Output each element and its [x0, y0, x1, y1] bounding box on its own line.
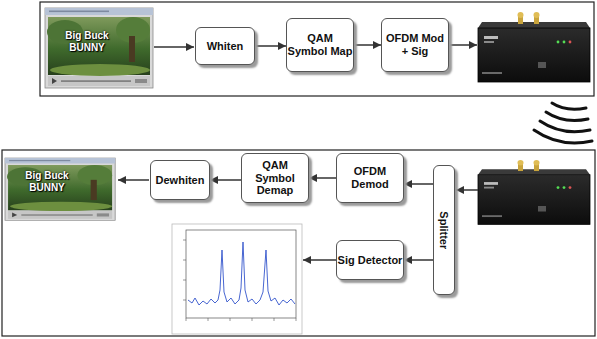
flow-arrow: [354, 44, 381, 46]
box-label: QAM Symbol Demap: [242, 159, 308, 197]
signal-arc: [540, 121, 590, 132]
flow-arrow: [404, 259, 433, 261]
spectrum-plot: [172, 224, 302, 334]
process-box: Sig Detector: [336, 240, 404, 280]
radio-device: [478, 12, 590, 82]
flow-arrow: [255, 45, 286, 47]
flow-arrow: [456, 189, 478, 191]
box-label: Whiten: [207, 40, 244, 53]
process-box: Dewhiten: [150, 160, 210, 200]
radio-device: [478, 160, 590, 224]
flow-arrow: [404, 183, 433, 185]
box-label: Splitter: [438, 211, 451, 249]
layout-arrows: [118, 45, 478, 260]
video-player: [5, 158, 115, 220]
transmitter-panel: [40, 2, 594, 96]
signal-arc: [546, 112, 588, 120]
box-label: Sig Detector: [338, 254, 403, 267]
box-label: QAM Symbol Map: [287, 32, 353, 57]
plot-axes: [186, 230, 296, 318]
axis-ticks: [183, 240, 296, 321]
process-box: Whiten: [195, 27, 255, 65]
flow-arrow: [210, 179, 241, 181]
box-label: OFDM Demod: [337, 165, 403, 190]
process-box: OFDM Demod: [336, 153, 404, 203]
flow-arrow: [309, 177, 336, 179]
signal-arc: [534, 130, 592, 143]
process-box: OFDM Mod + Sig: [381, 18, 449, 72]
plot-background: [172, 224, 302, 334]
receiver-panel: [2, 150, 595, 336]
box-label: Dewhiten: [156, 174, 205, 187]
process-box: QAM Symbol Demap: [241, 153, 309, 203]
flow-arrow: [118, 179, 149, 181]
video-player: [45, 8, 153, 88]
spectrum-trace: [188, 242, 295, 305]
flow-arrow: [303, 259, 339, 261]
splitter-box: Splitter: [433, 165, 455, 295]
box-label: OFDM Mod + Sig: [382, 32, 448, 57]
signal-arc: [552, 103, 586, 109]
video-title: Big Buck BUNNY: [22, 170, 72, 193]
wireless-signal: [534, 103, 592, 143]
process-box: QAM Symbol Map: [286, 18, 354, 72]
flow-arrow: [154, 46, 194, 48]
flow-arrow: [446, 44, 477, 46]
video-title: Big Buck BUNNY: [62, 30, 112, 53]
